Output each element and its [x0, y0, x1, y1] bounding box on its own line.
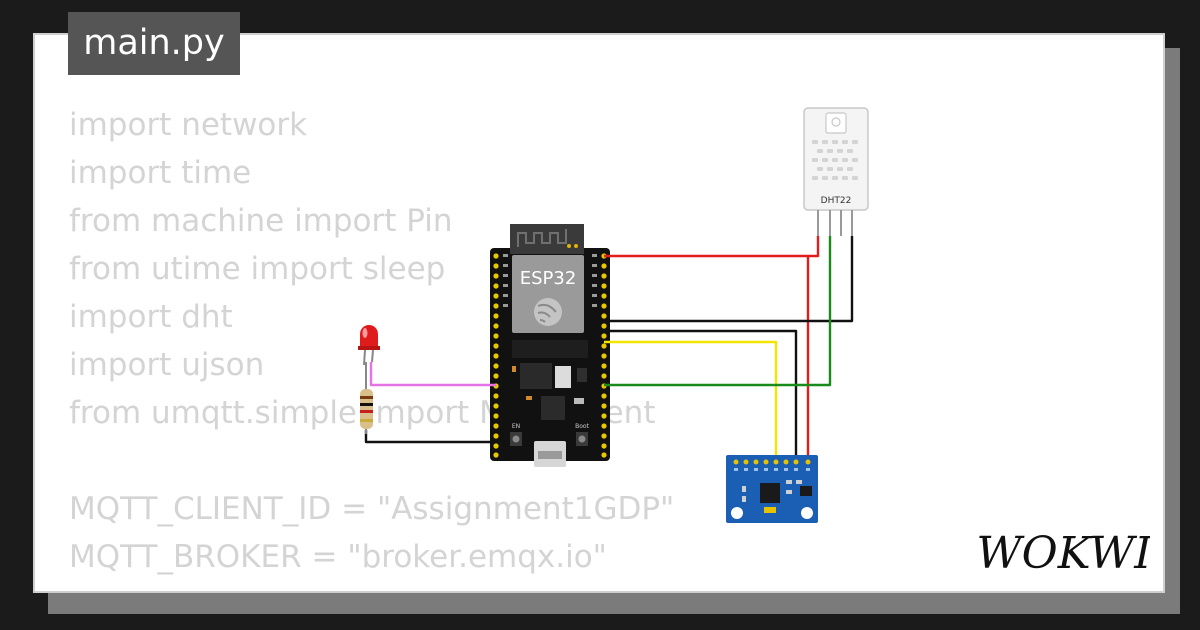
wire-resistor-ground: [364, 430, 496, 444]
code-line: MQTT_CLIENT_ID = "Assignment1GDP": [69, 491, 675, 527]
esp32-label: ESP32: [520, 268, 577, 289]
dht22-grille-icon: [812, 140, 858, 180]
code-line: import dht: [69, 299, 233, 335]
code-line: MQTT_BROKER = "broker.emqx.io": [69, 539, 607, 575]
code-preview: import network import time from machine im…: [69, 101, 675, 591]
espressif-logo-icon: [534, 298, 562, 326]
resistor[interactable]: [360, 362, 373, 434]
code-line: import time: [69, 155, 252, 191]
code-line: MQTT_USER = "": [69, 581, 674, 591]
wire-ground-mpu6050: [604, 329, 798, 460]
code-line: import network: [69, 107, 308, 143]
en-button-icon[interactable]: [512, 435, 520, 443]
wire-ground-dht22: [604, 236, 854, 323]
wires: [364, 236, 854, 460]
boot-label: Boot: [575, 423, 589, 430]
code-line: import ujson: [69, 347, 265, 383]
led-red[interactable]: [358, 325, 380, 366]
mpu6050-module[interactable]: [726, 455, 818, 523]
boot-button-icon[interactable]: [578, 435, 586, 443]
mpu6050-chip-icon: [760, 483, 780, 503]
wokwi-logo: WOKWI: [978, 528, 1150, 578]
wire-i2c: [604, 340, 778, 460]
code-line: from utime import sleep: [69, 251, 446, 287]
code-line: from machine import Pin: [69, 203, 453, 239]
wokwi-logo-text: WOKWI: [978, 528, 1150, 578]
dht22-sensor[interactable]: DHT22: [803, 107, 869, 236]
wire-power-dht22: [604, 236, 820, 258]
file-tab-main-py[interactable]: main.py: [68, 12, 240, 75]
en-label: EN: [512, 423, 520, 430]
dht22-label: DHT22: [821, 196, 852, 206]
wire-led: [369, 362, 496, 387]
esp32-board[interactable]: ESP32: [490, 224, 610, 467]
wire-data-dht22: [604, 236, 832, 387]
